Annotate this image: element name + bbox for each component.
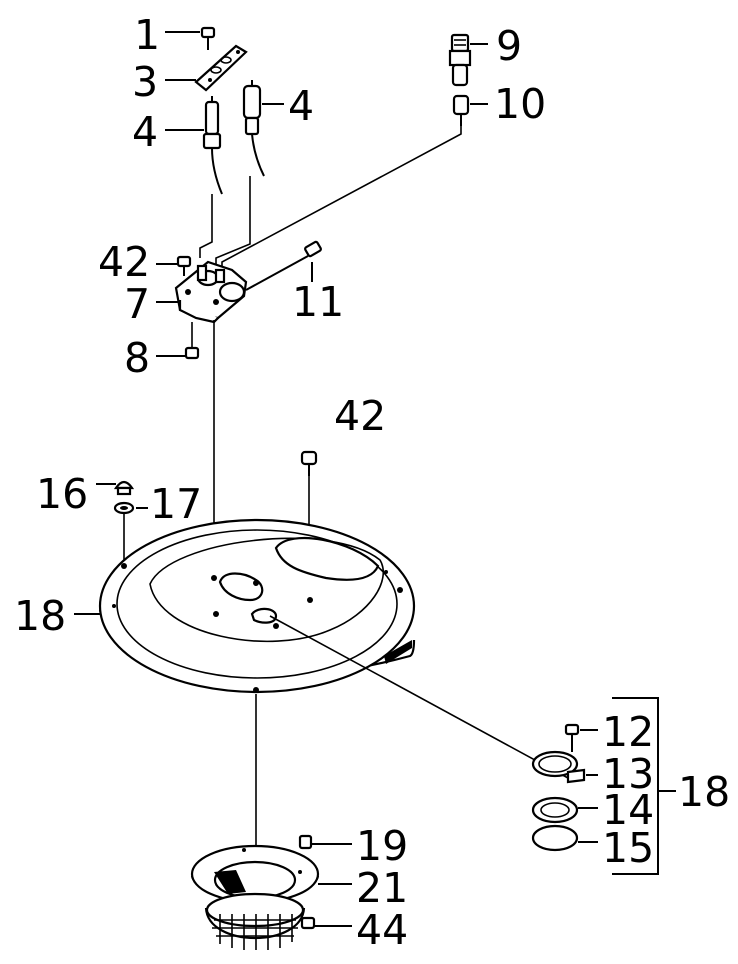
part-4-electrode-right: [242, 80, 265, 177]
part-10-nut: [452, 94, 470, 126]
part-17-washer: [113, 501, 135, 560]
callout-7: 7: [124, 280, 150, 328]
part-4-electrode-left: [202, 96, 223, 195]
callout-19: 19: [356, 822, 408, 870]
group-18-bracket: [612, 697, 659, 875]
assembly-line-plate-to-sightglass: [269, 615, 569, 779]
part-13-clamp-ring: [531, 750, 586, 784]
part-9-fitting: [448, 33, 472, 87]
callout-16: 16: [36, 470, 88, 518]
callout-10: 10: [494, 80, 546, 128]
callout-17: 17: [150, 480, 202, 528]
callout-9: 9: [496, 22, 522, 70]
callout-12: 12: [602, 708, 654, 756]
callout-42-lower: 42: [334, 392, 386, 440]
part-42-screw-upper: [176, 255, 192, 276]
callout-42-upper: 42: [98, 238, 150, 286]
callout-18-group: 18: [678, 768, 730, 816]
part-7-bracket: [174, 260, 248, 324]
leader-lines: [74, 31, 598, 927]
part-18-base-plate: [98, 518, 416, 694]
callout-4-right: 4: [288, 82, 314, 130]
callout-4-left: 4: [132, 108, 158, 156]
part-15-glass: [531, 824, 579, 852]
part-14-gasket: [531, 796, 579, 824]
part-19-nut: [298, 834, 313, 850]
part-21-flange: [190, 844, 320, 904]
assembly-lines-upper: [199, 126, 462, 272]
callout-21: 21: [356, 864, 408, 912]
part-11-bolt: [245, 240, 322, 291]
part-1-screw: [200, 26, 216, 50]
callout-14: 14: [602, 786, 654, 834]
callout-8: 8: [124, 334, 150, 382]
callout-13: 13: [602, 750, 654, 798]
callout-11: 11: [292, 278, 344, 326]
callout-18-plate: 18: [14, 592, 66, 640]
part-12-screw: [564, 723, 580, 752]
callout-3: 3: [132, 58, 158, 106]
part-3-plate: [194, 44, 248, 92]
callout-1: 1: [134, 11, 160, 59]
callout-44: 44: [356, 906, 408, 954]
callout-15: 15: [602, 824, 654, 872]
part-16-screw: [113, 480, 135, 496]
part-8-nut: [184, 322, 200, 360]
part-44-swirl-plate: [204, 892, 316, 950]
